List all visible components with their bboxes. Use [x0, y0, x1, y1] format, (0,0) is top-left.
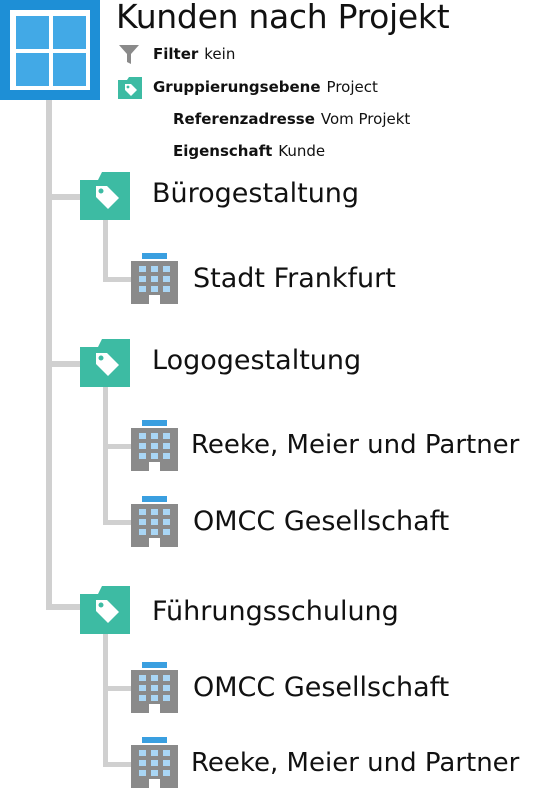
- folder-tag-icon: [118, 77, 142, 99]
- item-connector: [103, 277, 131, 282]
- item-connector: [103, 216, 108, 282]
- item-label: Stadt Frankfurt: [193, 263, 396, 294]
- meta-key: Gruppierungsebene: [153, 78, 321, 96]
- item-connector: [103, 762, 131, 767]
- meta-value: Vom Projekt: [320, 110, 411, 128]
- group-connector: [46, 194, 82, 200]
- building-icon: [131, 737, 178, 788]
- group-label: Logogestaltung: [152, 345, 362, 376]
- folder-tag-icon: [80, 172, 130, 220]
- meta-key: Referenzadresse: [173, 110, 315, 128]
- group-connector: [46, 604, 82, 610]
- root-grid-icon: [0, 0, 100, 100]
- group-label: Bürogestaltung: [152, 178, 360, 209]
- building-icon: [131, 420, 178, 471]
- meta-value: kein: [204, 45, 236, 63]
- item-label: Reeke, Meier und Partner: [191, 748, 520, 778]
- filter-icon: [118, 44, 140, 66]
- group-connector: [46, 361, 82, 367]
- page-title: Kunden nach Projekt: [116, 0, 450, 36]
- meta-key: Filter: [153, 45, 199, 63]
- meta-row-grouping: Gruppierungsebene Project: [153, 80, 378, 95]
- meta-key: Eigenschaft: [173, 142, 273, 160]
- root-connector: [46, 96, 52, 610]
- meta-row-property: Eigenschaft Kunde: [173, 144, 325, 159]
- item-connector: [103, 383, 108, 525]
- building-icon: [131, 662, 178, 713]
- item-connector: [103, 686, 131, 691]
- item-connector: [103, 520, 131, 525]
- item-label: Reeke, Meier und Partner: [191, 430, 520, 460]
- meta-value: Kunde: [278, 142, 326, 160]
- item-connector: [103, 626, 108, 767]
- item-label: OMCC Gesellschaft: [193, 506, 450, 537]
- folder-tag-icon: [80, 586, 130, 634]
- folder-tag-icon: [80, 339, 130, 387]
- meta-value: Project: [326, 78, 378, 96]
- building-icon: [131, 253, 178, 304]
- meta-row-filter: Filter kein: [153, 47, 235, 62]
- item-connector: [103, 444, 131, 449]
- meta-row-reference: Referenzadresse Vom Projekt: [173, 112, 410, 127]
- building-icon: [131, 496, 178, 547]
- group-label: Führungsschulung: [152, 596, 399, 627]
- item-label: OMCC Gesellschaft: [193, 672, 450, 703]
